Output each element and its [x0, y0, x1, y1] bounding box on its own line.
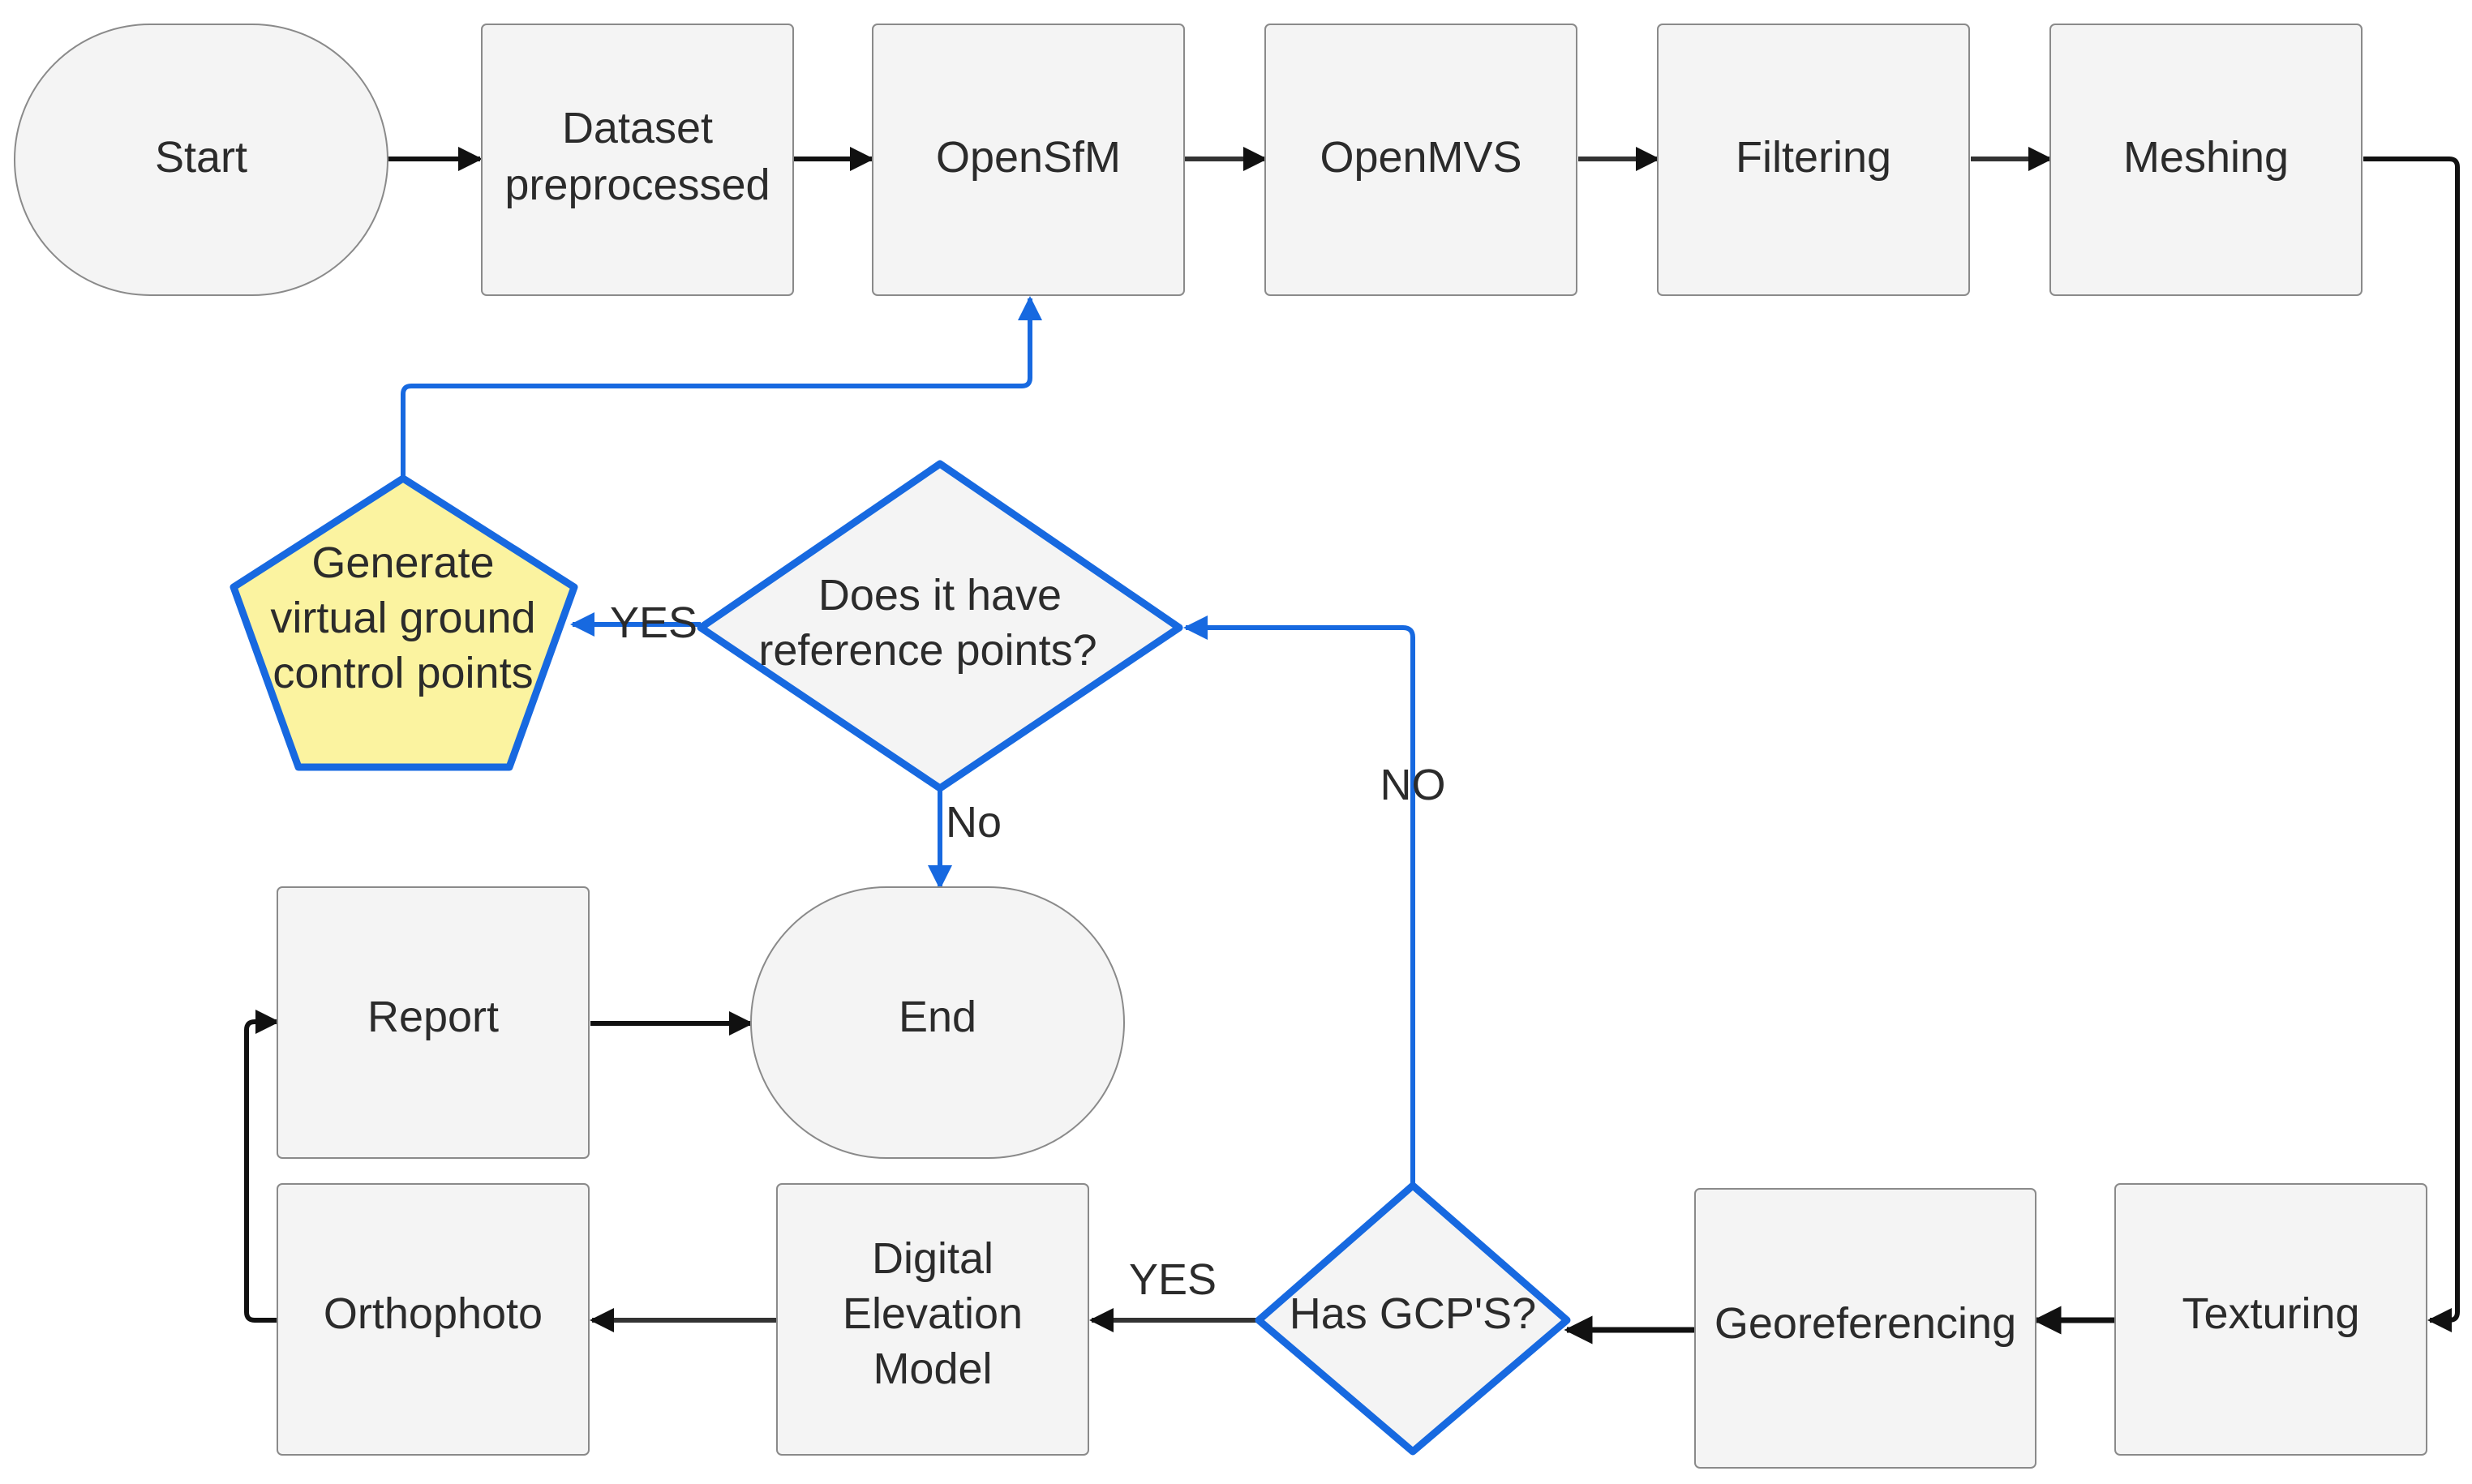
- node-filtering: Filtering: [1657, 24, 1970, 296]
- node-has-gcp-label: Has GCP'S?: [1290, 1289, 1536, 1338]
- node-virtual-gcp-label-line2: virtual ground: [270, 594, 535, 642]
- node-virtual-gcp-label-line3: control points: [273, 649, 533, 697]
- node-meshing: Meshing: [2049, 24, 2363, 296]
- arrow-has-gcp-no-to-reference: [1183, 615, 1415, 1186]
- node-dem: Digital Elevation Model: [776, 1183, 1089, 1456]
- node-reference-label-line2: reference points?: [758, 626, 1097, 675]
- node-openmvs: OpenMVS: [1264, 24, 1577, 296]
- node-end: End: [750, 886, 1125, 1159]
- node-report-label: Report: [367, 993, 499, 1041]
- node-virtual-gcp-label-line1: Generate: [311, 538, 494, 587]
- node-openmvs-label: OpenMVS: [1320, 133, 1521, 182]
- edge-label-gcp-yes: YES: [1129, 1255, 1217, 1304]
- node-report: Report: [277, 886, 590, 1159]
- node-dem-label-line1: Digital: [872, 1234, 994, 1283]
- node-dem-label-line2: Elevation: [843, 1289, 1023, 1338]
- node-opensfm: OpenSfM: [872, 24, 1185, 296]
- node-virtual-gcp: Generate virtual ground control points: [230, 474, 578, 771]
- arrow-orthophoto-to-report: [244, 1010, 280, 1323]
- node-georeferencing: Georeferencing: [1694, 1188, 2036, 1469]
- connectors: [244, 147, 2460, 1345]
- node-texturing-label: Texturing: [2182, 1289, 2359, 1338]
- node-end-label: End: [899, 993, 976, 1041]
- node-orthophoto-label: Orthophoto: [324, 1289, 543, 1338]
- node-texturing: Texturing: [2114, 1183, 2427, 1456]
- edge-label-ref-no: No: [946, 798, 1002, 847]
- node-opensfm-label: OpenSfM: [936, 133, 1121, 182]
- node-dataset-preprocessed: Dataset preprocessed: [481, 24, 794, 296]
- node-reference-label-line1: Does it have: [818, 571, 1062, 620]
- node-meshing-label: Meshing: [2123, 133, 2289, 182]
- node-start: Start: [14, 24, 388, 296]
- node-start-label: Start: [155, 133, 247, 182]
- edge-label-ref-yes: YES: [610, 598, 697, 647]
- node-reference-points-decision: Does it have reference points?: [697, 460, 1183, 792]
- node-orthophoto: Orthophoto: [277, 1183, 590, 1456]
- arrow-meshing-to-texturing: [2363, 157, 2460, 1332]
- node-dataset-label-line2: preprocessed: [504, 161, 770, 209]
- node-filtering-label: Filtering: [1736, 133, 1891, 182]
- edge-label-gcp-no: NO: [1380, 761, 1446, 809]
- node-georeferencing-label: Georeferencing: [1715, 1299, 2016, 1348]
- node-dataset-label-line1: Dataset: [562, 104, 713, 152]
- node-has-gcp-decision: Has GCP'S?: [1255, 1182, 1571, 1456]
- node-dem-label-line3: Model: [873, 1345, 992, 1393]
- arrow-virtual-gcp-to-opensfm: [401, 296, 1042, 478]
